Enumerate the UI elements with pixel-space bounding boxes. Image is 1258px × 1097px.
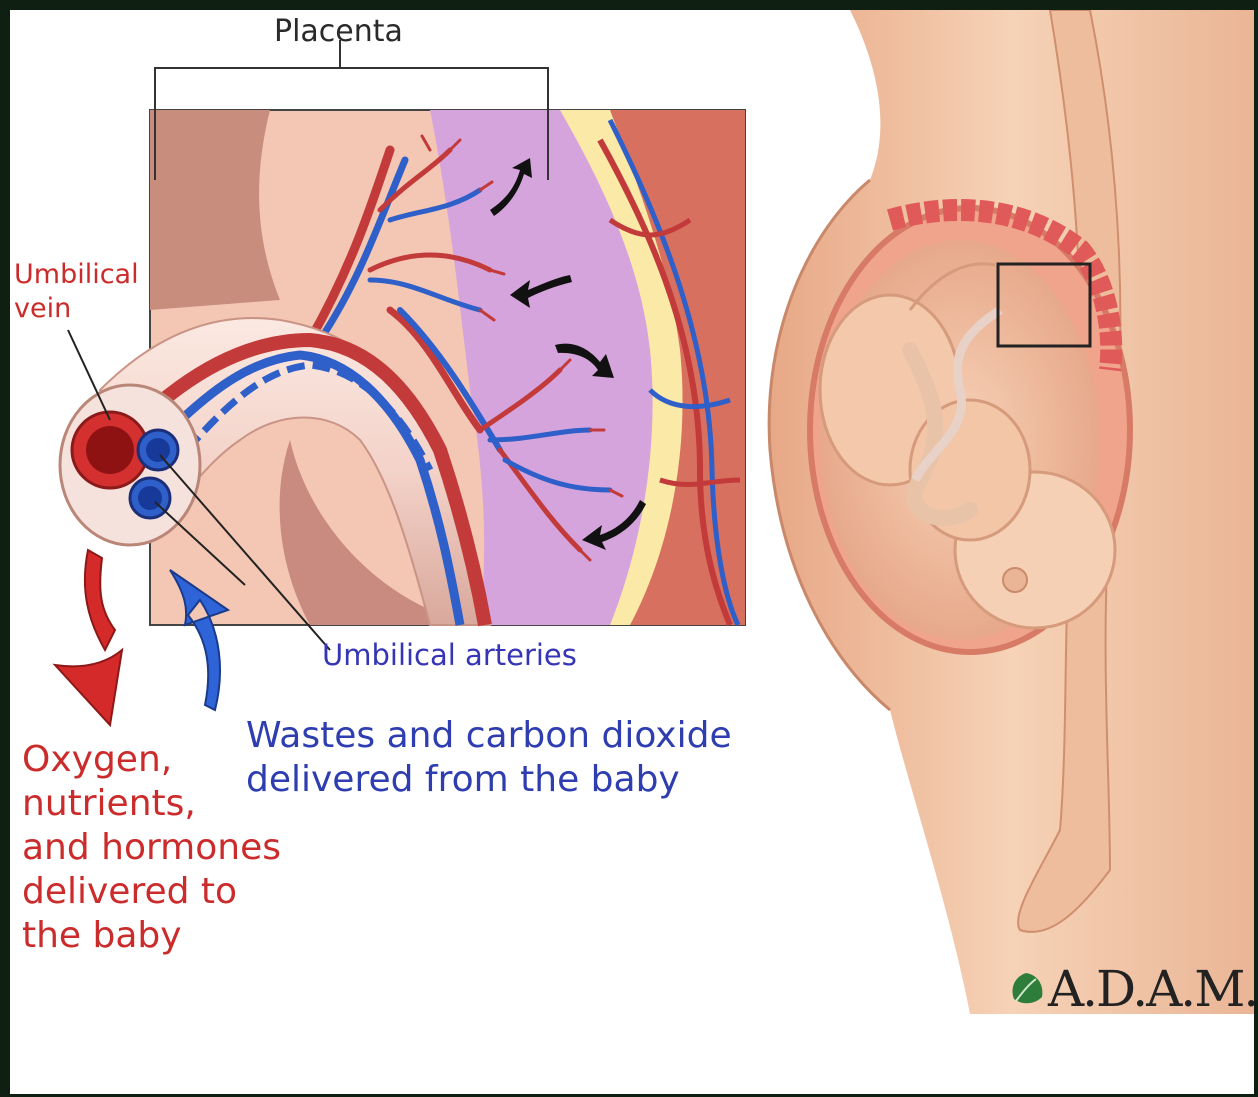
oxygen-nutrients-label: Oxygen, nutrients, and hormones delivere… — [22, 738, 281, 958]
adam-logo-text: A.D.A.M. — [1048, 960, 1254, 1018]
leaf-icon — [1004, 969, 1048, 1009]
placenta-diagram: Placenta Umbilical vein Umbilical arteri… — [10, 10, 1254, 1094]
adam-logo: A.D.A.M. — [1004, 960, 1254, 1018]
umbilical-arteries-label: Umbilical arteries — [322, 638, 577, 672]
placenta-magnified — [60, 110, 745, 625]
red-arrow-down-icon — [55, 550, 122, 725]
pregnant-body-illustration — [769, 10, 1254, 1014]
wastes-label: Wastes and carbon dioxide delivered from… — [246, 714, 732, 802]
umbilical-vein-label: Umbilical vein — [14, 258, 139, 326]
placenta-label: Placenta — [274, 14, 403, 49]
